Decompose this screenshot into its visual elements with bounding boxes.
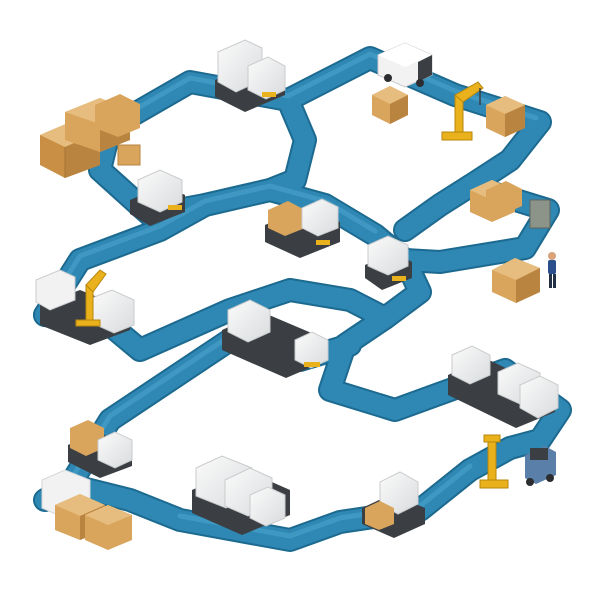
delivery-van bbox=[377, 42, 433, 88]
box-stack-top-center bbox=[372, 86, 408, 124]
warehouse-worker bbox=[548, 252, 556, 288]
cargo-carrier bbox=[130, 169, 185, 226]
cargo-carrier bbox=[448, 345, 559, 428]
forklift bbox=[525, 446, 556, 486]
cargo-carrier bbox=[265, 198, 340, 258]
cargo-carrier bbox=[35, 269, 135, 345]
loading-crane bbox=[75, 269, 107, 327]
cargo-carrier bbox=[192, 455, 290, 535]
cargo-carrier bbox=[362, 471, 425, 538]
cargo-carrier bbox=[486, 181, 522, 215]
cargo-carrier bbox=[68, 420, 133, 478]
box-stack-top-left bbox=[40, 94, 141, 178]
cargo-carrier bbox=[215, 39, 286, 112]
box-stack-bottom-left bbox=[41, 469, 132, 550]
cargo-carrier bbox=[365, 235, 412, 290]
box-stack-top-right bbox=[486, 96, 525, 137]
loading-crane bbox=[479, 434, 509, 489]
loading-crane bbox=[441, 81, 484, 141]
cargo-carrier bbox=[222, 299, 329, 378]
